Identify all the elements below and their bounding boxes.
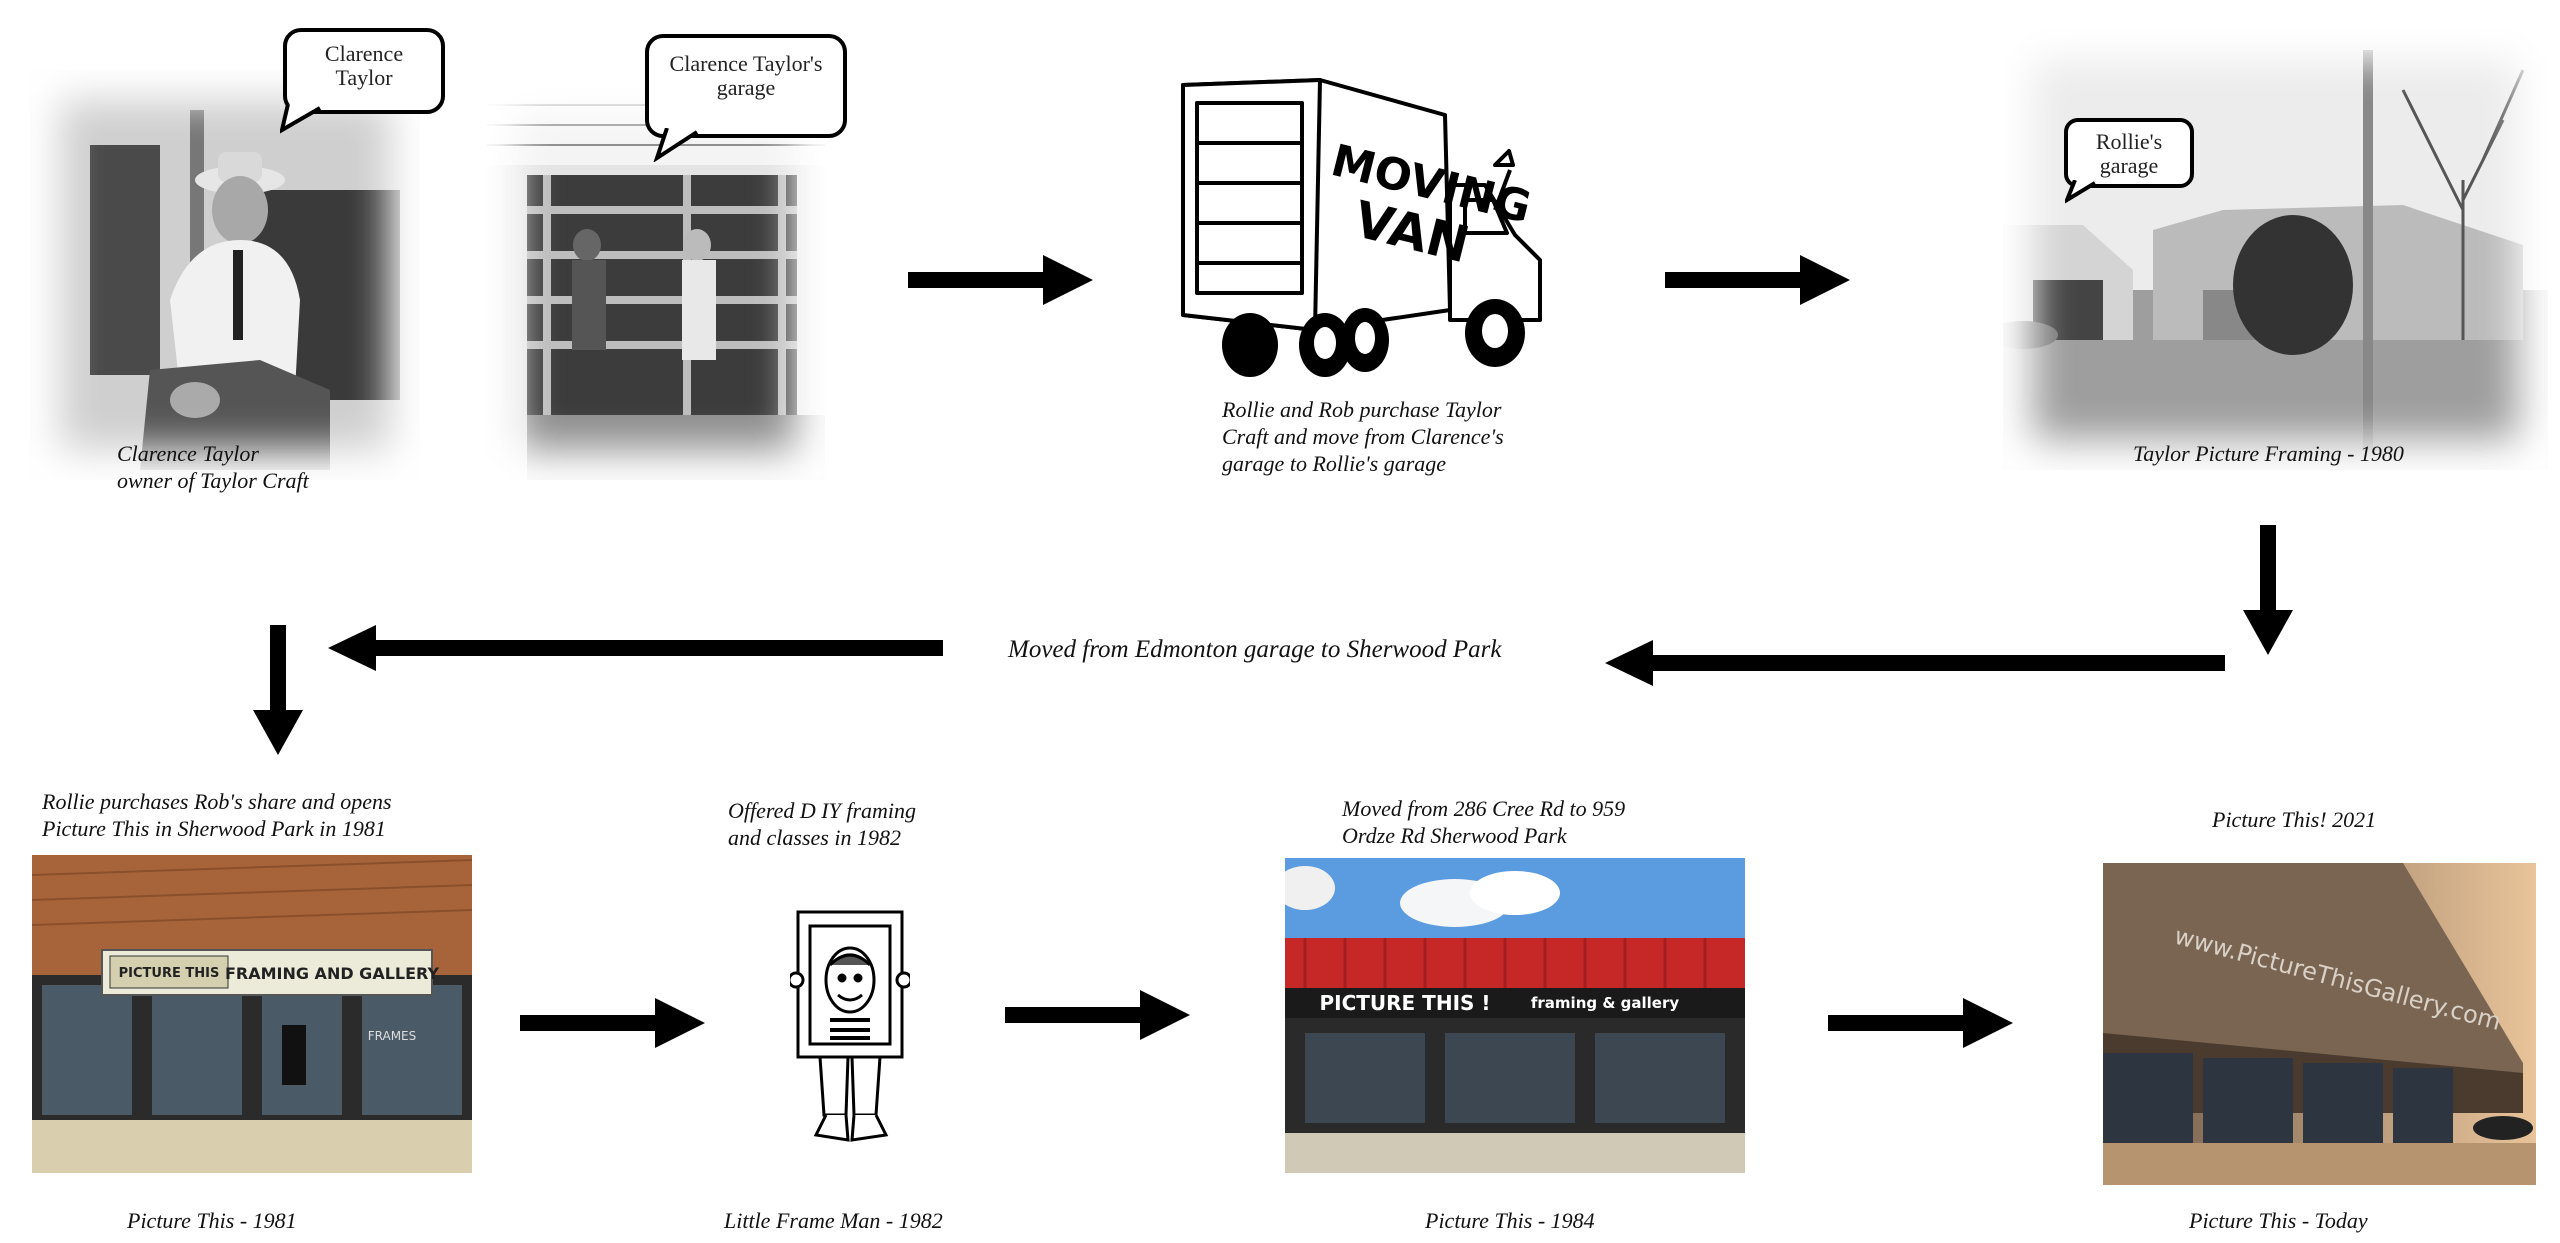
bubble-tail	[653, 128, 699, 162]
arrow-right	[1828, 998, 2013, 1048]
picture-this-today-photo: www.PictureThisGallery.com	[2103, 863, 2536, 1185]
clarence-garage-photo	[487, 85, 825, 480]
clarence-taylor-bubble: Clarence Taylor	[283, 28, 445, 114]
bubble-line: Clarence Taylor's	[669, 51, 823, 76]
frame-man-caption: Little Frame Man - 1982	[724, 1208, 943, 1233]
clarence-caption: Clarence Taylor owner of Taylor Craft	[117, 440, 309, 494]
bubble-tail	[2065, 180, 2097, 204]
move-to-sherwood-caption: Moved from Edmonton garage to Sherwood P…	[1008, 636, 1502, 663]
sign-picture-this: PICTURE THIS	[119, 966, 220, 981]
clarence-taylor-photo	[30, 70, 420, 480]
caption-line: Ordze Rd Sherwood Park	[1342, 823, 1567, 848]
caption-line: Picture This in Sherwood Park in 1981	[42, 816, 386, 841]
caption-line: Offered D IY framing	[728, 798, 917, 823]
caption-line: Moved from 286 Cree Rd to 959	[1342, 796, 1626, 821]
arrow-right	[1005, 990, 1190, 1040]
today-top-caption: Picture This! 2021	[2212, 807, 2377, 832]
sign-picture-this-1984: PICTURE THIS !	[1320, 991, 1491, 1015]
caption-line: owner of Taylor Craft	[117, 468, 309, 493]
bubble-line: garage	[2099, 153, 2159, 178]
caption-line: Craft and move from Clarence's	[1222, 424, 1504, 449]
arrow-right	[1665, 255, 1850, 305]
moved-top-caption: Moved from 286 Cree Rd to 959 Ordze Rd S…	[1342, 795, 1625, 849]
bubble-line: Taylor	[335, 65, 393, 90]
arrow-right	[908, 255, 1093, 305]
van-caption: Rollie and Rob purchase Taylor Craft and…	[1222, 396, 1504, 477]
little-frame-man-drawing	[790, 910, 910, 1160]
moving-van-drawing: MOVING VAN	[1175, 75, 1560, 380]
arrow-left	[1605, 640, 2225, 686]
picture-1981-top-caption: Rollie purchases Rob's share and opens P…	[42, 788, 392, 842]
caption-line: garage to Rollie's garage	[1222, 451, 1447, 476]
sign-framing-gallery: FRAMING AND GALLERY	[225, 964, 440, 983]
rollie-garage-photo	[2003, 30, 2548, 470]
arrow-down	[2243, 525, 2293, 655]
arrow-right	[520, 998, 705, 1048]
bubble-line: Rollie's	[2095, 129, 2163, 154]
caption-line: Rollie and Rob purchase Taylor	[1222, 397, 1502, 422]
window-frames: FRAMES	[368, 1029, 417, 1043]
sign-framing-gallery-1984: framing & gallery	[1531, 994, 1679, 1012]
today-caption: Picture This - Today	[2189, 1208, 2368, 1233]
caption-line: Clarence Taylor	[117, 441, 259, 466]
caption-line: Rollie purchases Rob's share and opens	[42, 789, 392, 814]
picture-1984-caption: Picture This - 1984	[1425, 1208, 1595, 1233]
picture-1981-caption: Picture This - 1981	[127, 1208, 297, 1233]
caption-line: and classes in 1982	[728, 825, 901, 850]
garage-bubble: Clarence Taylor's garage	[645, 34, 847, 138]
arrow-down	[253, 625, 303, 755]
bubble-line: Clarence	[324, 41, 404, 66]
rollie-garage-bubble: Rollie's garage	[2064, 118, 2194, 188]
picture-this-1981-photo: PICTURE THIS FRAMING AND GALLERY FRAMES	[32, 855, 472, 1173]
arrow-left	[328, 625, 943, 671]
diy-top-caption: Offered D IY framing and classes in 1982	[728, 797, 916, 851]
picture-this-1984-photo: PICTURE THIS ! framing & gallery	[1285, 858, 1745, 1173]
framing-1980-caption: Taylor Picture Framing - 1980	[2133, 441, 2404, 466]
bubble-tail	[280, 104, 322, 134]
bubble-line: garage	[716, 75, 776, 100]
